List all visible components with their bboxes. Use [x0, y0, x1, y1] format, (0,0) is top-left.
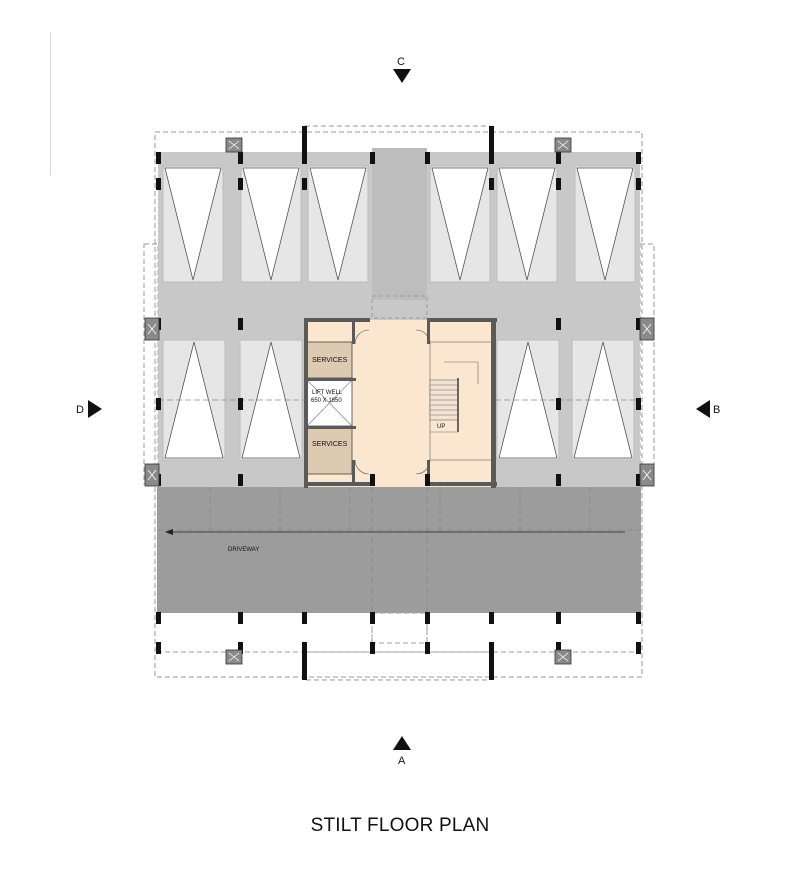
services-label-upper: SERVICES [312, 357, 348, 364]
door-swings [354, 329, 431, 475]
driveway-arrow [165, 529, 625, 535]
core-block: UP [304, 318, 497, 488]
section-marker-b: B [696, 400, 720, 418]
columns [156, 126, 641, 680]
lift-well-size-label: 650 X 1850 [311, 398, 342, 404]
drawing-title: STILT FLOOR PLAN [310, 815, 490, 836]
parking-bays-top [162, 165, 636, 283]
central-ramp [372, 148, 427, 300]
staircase [429, 341, 493, 461]
services-room-upper [306, 341, 353, 379]
svg-text:B: B [713, 404, 720, 416]
stair-up-label: UP [437, 424, 445, 430]
section-marker-d: D [76, 400, 102, 418]
svg-text:C: C [397, 56, 405, 68]
driveway [157, 487, 641, 613]
section-marker-c: C [393, 56, 411, 83]
sheet-edge-line [50, 32, 51, 175]
core-walls [304, 318, 497, 488]
service-shaft-crosses [147, 140, 652, 662]
lower-boundary [157, 612, 641, 653]
ramp-edge [371, 295, 428, 319]
lift-well-label: LIFT WELL [312, 390, 343, 396]
svg-text:A: A [398, 755, 406, 767]
driveway-label: DRIVEWAY [228, 547, 259, 553]
svg-text:D: D [76, 404, 84, 416]
section-marker-a: A [393, 736, 411, 767]
services-label-lower: SERVICES [312, 441, 348, 448]
services-room-lower [306, 427, 353, 475]
